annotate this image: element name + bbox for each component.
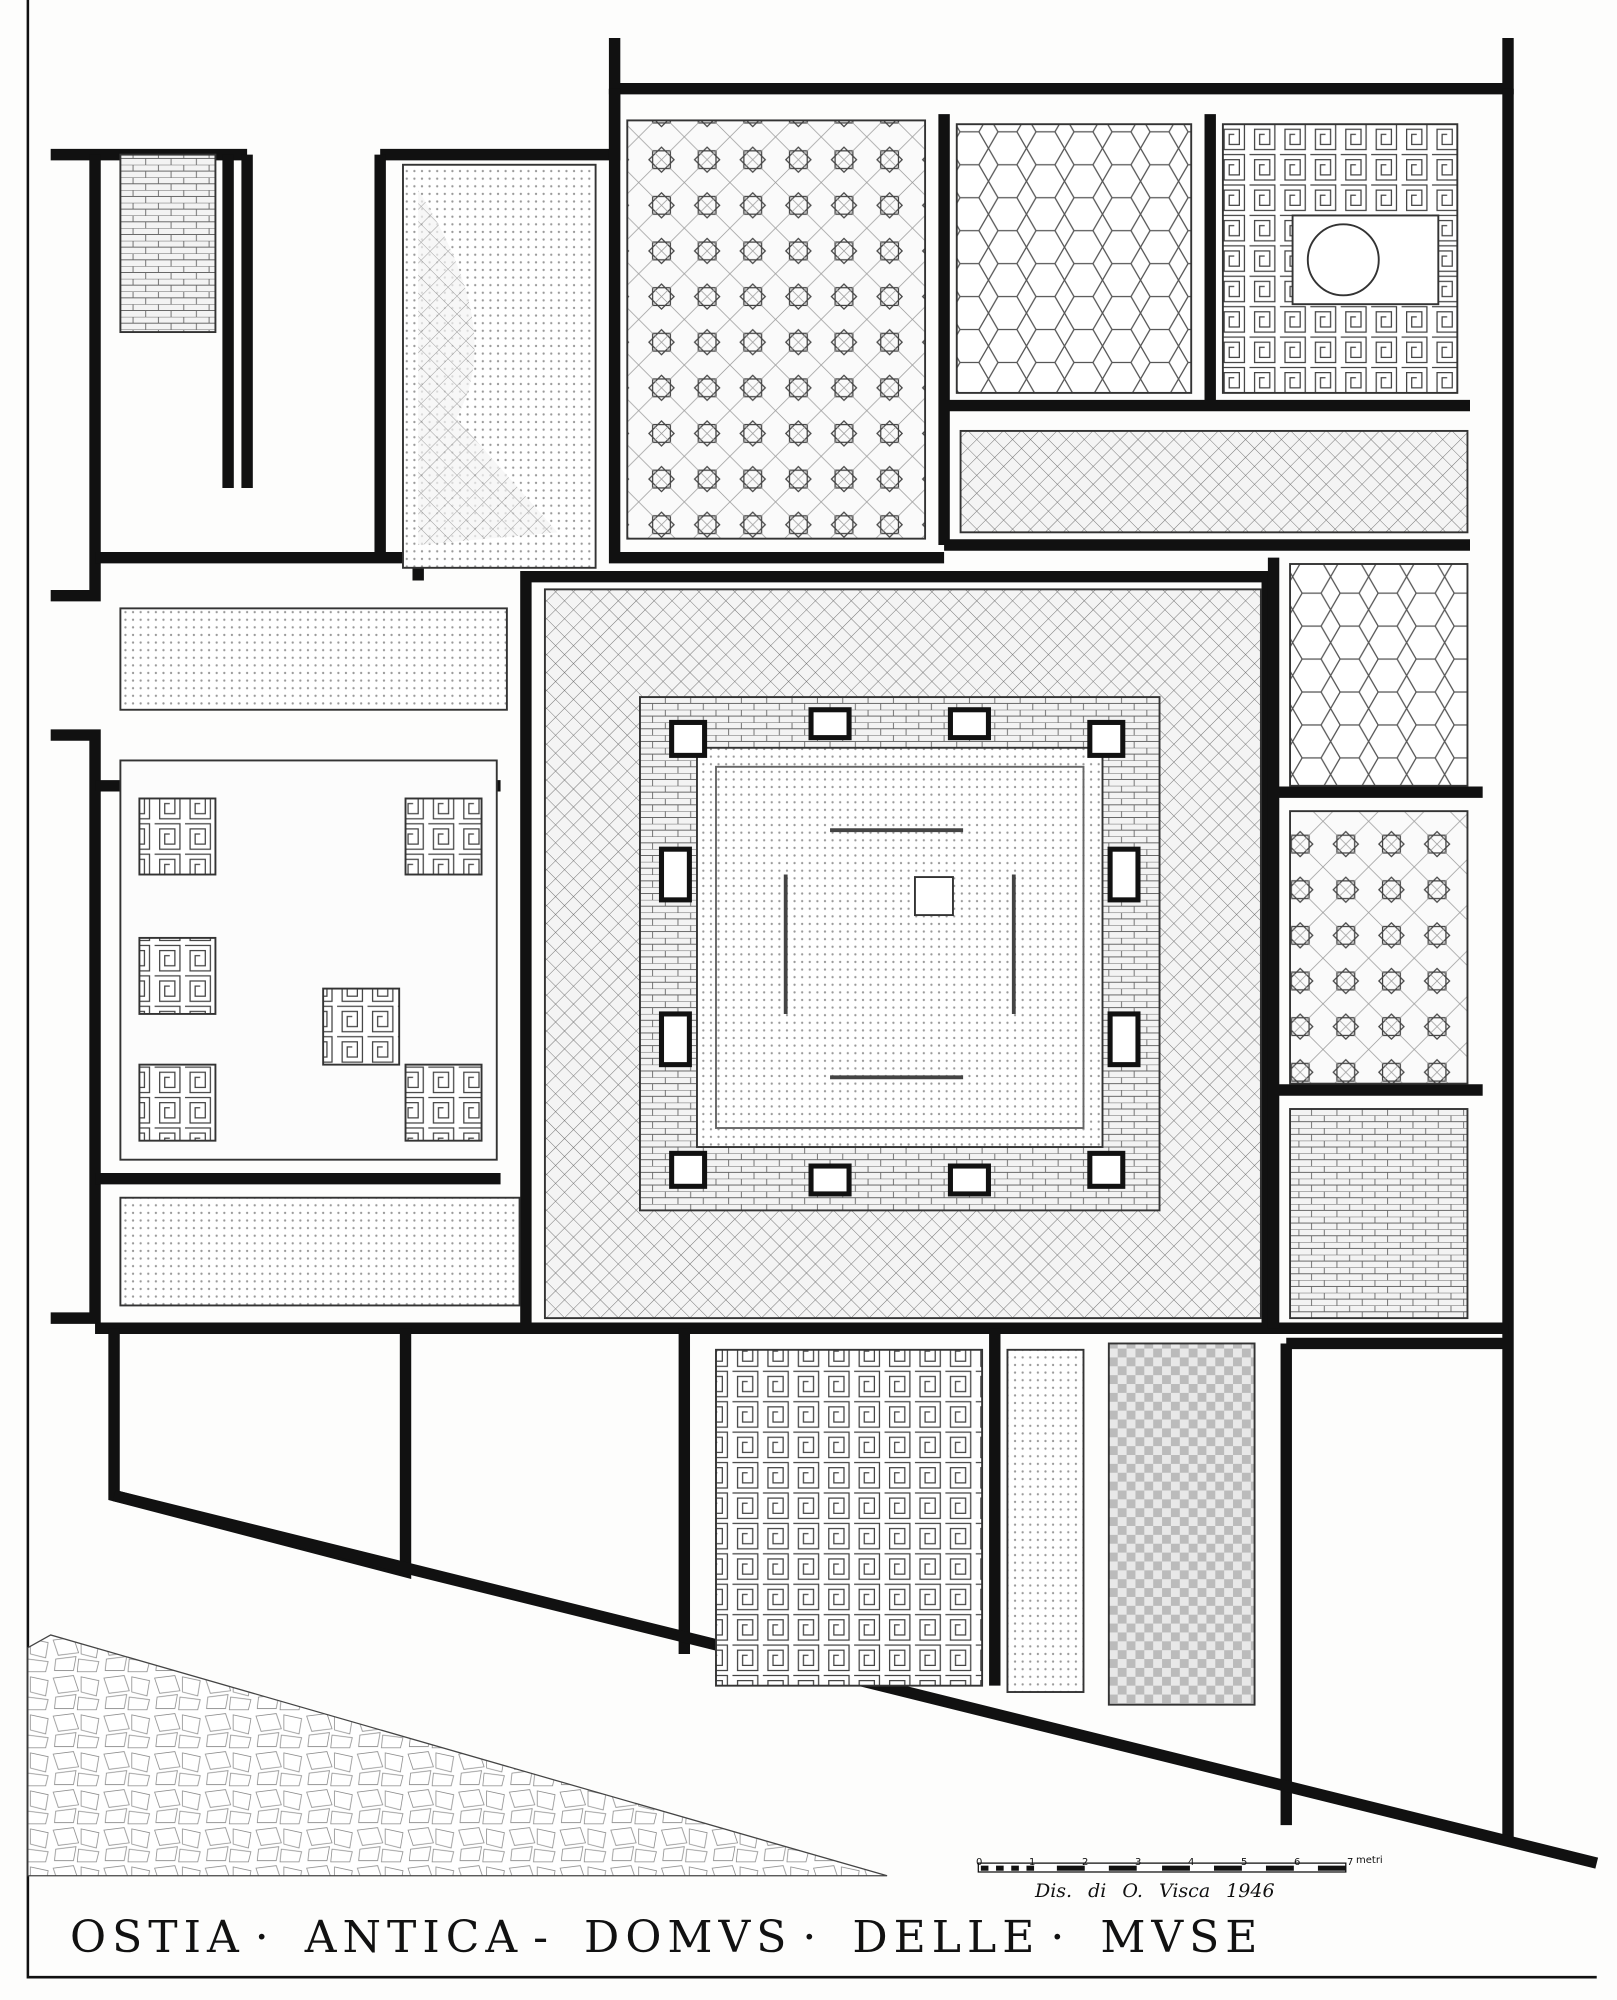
room-right-top: [1289, 563, 1469, 787]
drawing-credit: Dis. di O. Visca 1946: [1035, 1880, 1275, 1902]
corridor-mosaic: [959, 429, 1469, 534]
scale-label: 2: [1082, 1857, 1089, 1868]
scale-label: 6: [1294, 1857, 1301, 1868]
central-garden: [696, 746, 1104, 1148]
title-separator: ·: [1050, 1912, 1071, 1963]
scale-bar: [977, 1862, 1347, 1873]
scale-unit: metri: [1356, 1855, 1383, 1866]
room-swastika-meander: [715, 1348, 984, 1687]
staircase: [119, 153, 217, 334]
room-hexagon-mosaic: [955, 123, 1193, 394]
title-word: DOMVS: [584, 1912, 793, 1963]
columns: [658, 707, 1141, 1197]
title-word: OSTIA: [70, 1912, 245, 1963]
room-left-strip-top: [119, 607, 508, 711]
scale-label: 7: [1347, 1857, 1354, 1868]
title-word: ANTICA: [304, 1912, 524, 1963]
scale-label: 5: [1241, 1857, 1248, 1868]
walls: [50, 38, 1599, 1869]
fauces-corridor: [1107, 1342, 1256, 1706]
scale-label: 4: [1188, 1857, 1195, 1868]
scale-label: 1: [1029, 1857, 1036, 1868]
title-word: MVSE: [1100, 1912, 1264, 1963]
title-word: DELLE: [852, 1912, 1041, 1963]
stair-passage: [1006, 1348, 1085, 1693]
scale-label: 0: [976, 1857, 983, 1868]
room-left-strip-bottom: [119, 1196, 521, 1307]
room-star-mosaic: [626, 119, 927, 540]
drawing-title: OSTIA· ANTICA- DOMVS· DELLE· MVSE: [70, 1912, 1273, 1963]
room-right-middle: [1289, 810, 1469, 1085]
title-separator: ·: [254, 1912, 275, 1963]
scale-label: 3: [1135, 1857, 1142, 1868]
title-separator: ·: [802, 1912, 823, 1963]
room-right-bottom: [1289, 1108, 1469, 1320]
title-separator: -: [533, 1912, 555, 1963]
sheet-frame: [26, 0, 1597, 1979]
street-paving: [27, 1634, 888, 1877]
